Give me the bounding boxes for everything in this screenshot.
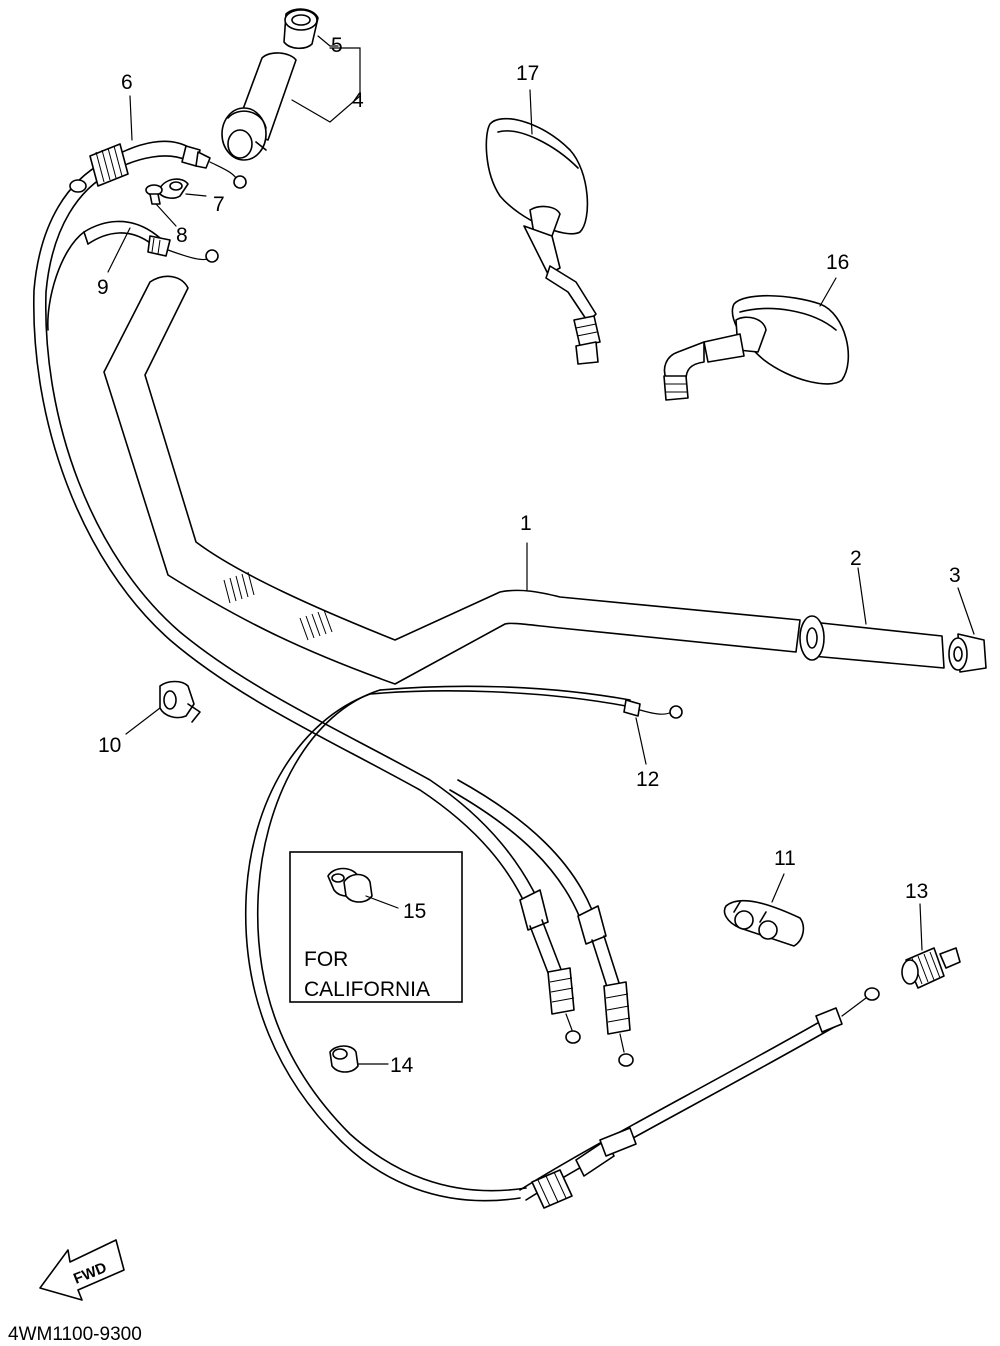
callout-9: 9 (97, 276, 109, 299)
callout-17: 17 (516, 62, 539, 85)
switch-clamp (159, 680, 201, 723)
callout-5: 5 (331, 34, 343, 57)
clutch-cable-upper (244, 685, 683, 1202)
callout-4: 4 (352, 89, 364, 112)
callout-14: 14 (390, 1054, 414, 1077)
callout-12: 12 (636, 768, 659, 791)
throttle-cable-2 (47, 220, 634, 1067)
throttle-grip (221, 52, 297, 161)
cable-holder (723, 899, 805, 947)
callout-numbers: 1 2 3 4 5 6 7 8 9 10 11 12 13 14 15 16 1… (97, 34, 961, 1077)
callout-16: 16 (826, 251, 849, 274)
leader-lines (107, 89, 975, 1065)
cable-guide (159, 178, 189, 199)
clutch-cable-lower (519, 987, 880, 1209)
callout-11: 11 (774, 847, 796, 870)
cable-adjuster (901, 947, 961, 989)
california-note-line1: FOR (304, 948, 348, 971)
mirror-right (663, 294, 850, 401)
california-clamp (327, 867, 373, 903)
callout-7: 7 (213, 193, 225, 216)
throttle-collar (283, 8, 319, 50)
bracket-4-5 (291, 35, 361, 123)
grip (799, 615, 945, 669)
callout-2: 2 (850, 547, 862, 570)
callout-1: 1 (520, 512, 532, 535)
diagram-code: 4WM1100-9300 (8, 1324, 142, 1345)
grip-end-cap (948, 633, 987, 673)
callout-3: 3 (949, 564, 961, 587)
callout-6: 6 (121, 71, 133, 94)
callout-10: 10 (98, 734, 121, 757)
california-note-box (289, 851, 463, 1003)
callout-8: 8 (176, 224, 188, 247)
screw (145, 184, 163, 205)
throttle-cable-1 (33, 140, 581, 1044)
mirror-left (485, 117, 601, 365)
callout-13: 13 (905, 880, 928, 903)
handlebar (103, 275, 801, 685)
cable-clamp (329, 1045, 359, 1073)
callout-15: 15 (403, 900, 426, 923)
california-note-line2: CALIFORNIA (304, 978, 430, 1001)
fwd-arrow: FWD (39, 1239, 125, 1301)
